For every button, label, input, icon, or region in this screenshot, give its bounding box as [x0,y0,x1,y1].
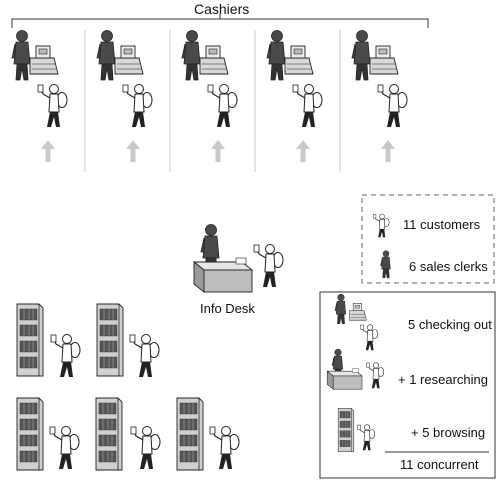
customer-with-backpack-icon [207,83,238,128]
cashier-station-1 [11,30,68,162]
station-dividers [84,30,341,172]
cashier-station-5 [351,30,408,162]
cash-register-icon [199,45,229,75]
clerk-person-icon [181,30,201,81]
cashier-station-4 [266,30,323,162]
bookshelf-icon [95,397,123,471]
browsing-area [16,303,240,471]
up-arrow-icon [211,140,225,162]
cashier-station-3 [181,30,238,162]
customer-with-backpack-icon [377,83,408,128]
bookshelf-icon [337,408,355,452]
customer-with-backpack-icon [366,362,385,389]
info-desk-icon [326,368,363,390]
info-desk-label: Info Desk [200,301,255,316]
customer-with-backpack-icon [129,333,160,378]
customer-with-backpack-icon [130,425,161,470]
summary-checking-out: 5 checking out [408,317,492,332]
up-arrow-icon [296,140,310,162]
bookshelf-icon [16,397,44,471]
clerk-person-icon [11,30,31,81]
summary-total: 11 concurrent [400,457,479,472]
bookshelf-icon [16,303,44,377]
customer-with-backpack-icon [360,324,379,351]
customer-with-backpack-icon [253,243,284,288]
clerk-person-icon [96,30,116,81]
legend-clerks-label: 6 sales clerks [409,259,488,274]
customer-with-backpack-icon [209,425,240,470]
customer-with-backpack-icon [292,83,323,128]
cashiers-title: Cashiers [194,1,250,17]
summary-box [319,291,496,479]
legend-box [361,194,495,284]
cash-register-icon [349,303,367,321]
bookshelf-icon [96,303,124,377]
cash-register-icon [114,45,144,75]
legend-customers-label: 11 customers [403,217,481,232]
info-desk-icon [193,257,253,293]
info-desk-station [193,224,284,293]
cashier-station-2 [96,30,153,162]
up-arrow-icon [41,140,55,162]
cash-register-icon [284,45,314,75]
up-arrow-icon [381,140,395,162]
summary-icons [326,293,385,452]
customer-with-backpack-icon [372,213,390,238]
cash-register-icon [369,45,399,75]
customer-with-backpack-icon [37,83,68,128]
clerk-person-icon [380,250,391,279]
clerk-person-icon [334,293,347,325]
customer-with-backpack-icon [122,83,153,128]
customer-with-backpack-icon [50,333,81,378]
bookshelf-icon [176,397,204,471]
cash-register-icon [29,45,59,75]
summary-browsing: + 5 browsing [411,425,486,440]
customer-with-backpack-icon [49,425,80,470]
legend-icons [372,213,391,279]
cashiers-bracket [11,18,429,28]
up-arrow-icon [126,140,140,162]
summary-researching: + 1 researching [398,372,488,387]
clerk-person-icon [266,30,286,81]
customer-with-backpack-icon [357,424,376,451]
clerk-person-icon [351,30,371,81]
